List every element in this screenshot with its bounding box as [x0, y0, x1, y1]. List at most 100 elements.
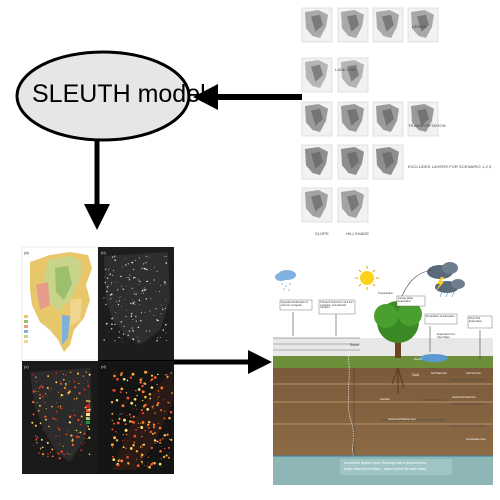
city-light-dot	[144, 382, 146, 384]
city-light-dot	[120, 460, 122, 461]
city-light-dot	[163, 447, 166, 450]
city-light-dot	[141, 384, 144, 388]
city-light-dot	[136, 408, 138, 410]
city-light-dot	[103, 339, 105, 341]
city-light-dot	[87, 384, 90, 387]
city-light-dot	[59, 382, 63, 385]
city-light-dot	[68, 421, 72, 424]
city-light-dot	[141, 390, 145, 394]
city-light-dot	[62, 378, 65, 381]
city-light-dot	[63, 373, 64, 375]
city-light-dot	[157, 401, 160, 405]
city-light-dot	[131, 287, 133, 290]
city-light-dot	[167, 456, 170, 459]
city-light-dot	[160, 336, 162, 339]
city-light-dot	[40, 384, 42, 386]
city-light-dot	[116, 300, 118, 302]
map-b-label: (b)	[101, 250, 106, 255]
city-light-dot	[120, 387, 124, 391]
layer-thumbnail	[301, 101, 333, 137]
city-light-dot	[109, 273, 111, 276]
city-light-dot	[38, 386, 41, 389]
city-light-dot	[128, 330, 131, 332]
city-light-dot	[111, 412, 114, 415]
city-light-dot	[160, 304, 162, 306]
city-light-dot	[127, 439, 129, 441]
city-light-dot	[77, 372, 79, 375]
city-light-dot	[111, 323, 113, 326]
city-light-dot	[107, 286, 109, 288]
layer-thumbnail	[372, 101, 404, 137]
city-light-dot	[143, 287, 145, 289]
city-light-dot	[150, 462, 153, 466]
city-light-dot	[84, 442, 85, 443]
city-light-dot	[139, 381, 142, 384]
city-light-dot	[139, 304, 140, 306]
city-light-dot	[114, 323, 116, 326]
city-light-dot	[155, 308, 157, 310]
city-light-dot	[59, 397, 61, 399]
city-light-dot	[81, 421, 83, 423]
city-light-dot	[137, 422, 139, 424]
snow-label: Snow	[350, 343, 359, 347]
city-light-dot	[121, 404, 125, 408]
city-light-dot	[71, 443, 75, 447]
city-light-dot	[150, 283, 151, 284]
city-light-dot	[166, 433, 169, 436]
city-light-dot	[34, 389, 36, 391]
city-light-dot	[129, 274, 131, 276]
city-light-dot	[165, 299, 166, 301]
city-light-dot	[153, 279, 155, 281]
city-light-dot	[123, 325, 125, 327]
city-light-dot	[162, 399, 164, 401]
city-light-dot	[135, 320, 137, 322]
city-light-dot	[105, 303, 107, 306]
city-light-dot	[125, 315, 127, 318]
interflow-label: Interflow	[380, 398, 390, 401]
city-light-dot	[114, 259, 117, 262]
city-light-dot	[149, 310, 151, 312]
city-light-dot	[115, 399, 119, 402]
city-light-dot	[39, 422, 42, 424]
city-light-dot	[119, 413, 121, 415]
city-light-dot	[38, 390, 40, 392]
city-light-dot	[55, 382, 57, 384]
city-light-dot	[112, 389, 114, 392]
city-light-dot	[139, 446, 142, 448]
city-light-dot	[148, 393, 152, 396]
city-light-dot	[147, 456, 149, 458]
city-light-dot	[131, 372, 135, 376]
city-light-dot	[130, 312, 133, 315]
city-light-dot	[74, 453, 75, 455]
city-light-dot	[133, 293, 135, 295]
layer-thumbnail	[301, 57, 333, 93]
city-light-dot	[52, 455, 54, 457]
city-light-dot	[73, 398, 75, 400]
map-a-land-cover	[21, 246, 99, 361]
city-light-dot	[156, 270, 158, 272]
city-light-dot	[135, 303, 136, 305]
city-light-dot	[78, 382, 80, 385]
city-light-dot	[153, 439, 157, 442]
city-light-dot	[117, 289, 119, 291]
city-light-dot	[130, 315, 133, 318]
city-light-dot	[77, 436, 79, 438]
city-light-dot	[74, 386, 77, 389]
city-light-dot	[57, 427, 60, 430]
city-light-dot	[148, 427, 150, 429]
city-light-dot	[159, 450, 162, 453]
city-light-dot	[81, 443, 84, 446]
city-light-dot	[88, 408, 91, 411]
city-light-dot	[156, 404, 159, 407]
city-light-dot	[42, 446, 44, 449]
city-light-dot	[87, 446, 89, 448]
city-light-dot	[158, 291, 161, 293]
map-b-night-lights	[98, 247, 174, 360]
city-light-dot	[66, 429, 68, 431]
deposition-label: Deposition/Sublimation to and from snowp…	[281, 301, 309, 307]
city-light-dot	[157, 390, 160, 392]
city-light-dot	[164, 323, 167, 326]
city-light-dot	[113, 255, 116, 258]
city-light-dot	[80, 449, 83, 452]
city-light-dot	[61, 394, 64, 397]
